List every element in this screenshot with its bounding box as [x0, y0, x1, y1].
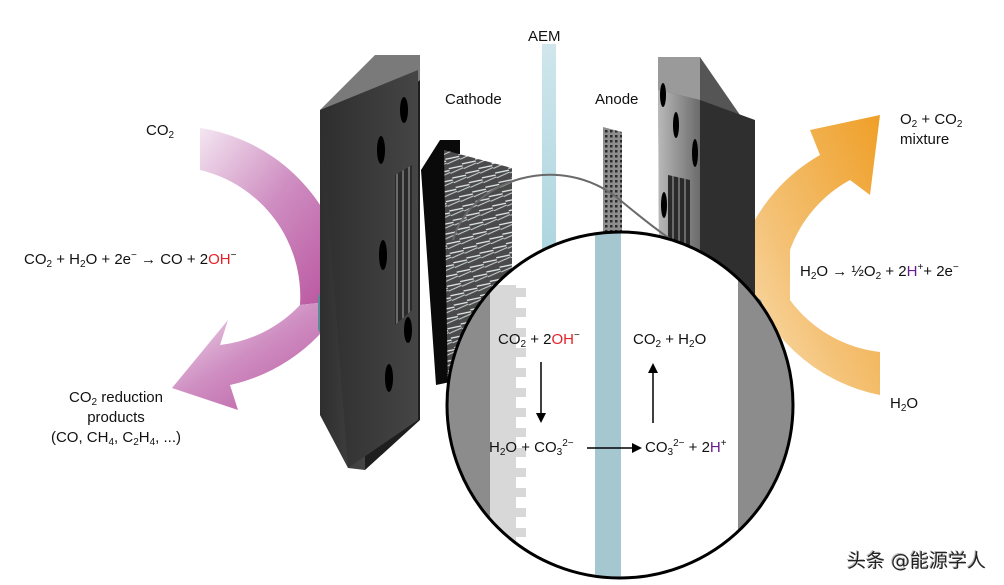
proton-ion: H [906, 263, 918, 280]
gdl-tooth [516, 408, 526, 417]
aem-label: AEM [528, 28, 561, 45]
anode-reaction: H2O → ½O2 + 2H++ 2e− [800, 262, 959, 282]
reduction-products-label: CO2 reduction products (CO, CH4, C2H4, .… [50, 389, 182, 448]
gdl-tooth [516, 328, 526, 337]
co2-input-label: CO2 [146, 122, 175, 141]
gdl-tooth [516, 308, 526, 317]
inset-carbonate-formation-reactants: CO2 + 2OH− [498, 330, 580, 350]
cathode-label: Cathode [445, 91, 502, 108]
inset-carbonate-products: H2O + CO32− [489, 438, 574, 458]
gdl-tooth [516, 508, 526, 517]
cathode-flow-arrow [172, 128, 345, 410]
inset-co2-release-products: CO2 + H2O [633, 331, 707, 350]
anode-flow-arrow [745, 115, 880, 395]
anode-label: Anode [595, 91, 639, 108]
gdl-tooth [516, 288, 526, 297]
gdl-tooth [516, 468, 526, 477]
gdl-tooth [516, 488, 526, 497]
gdl-tooth [516, 568, 526, 577]
watermark: 头条 @能源学人 [846, 550, 986, 572]
anode-output-label: O2 + CO2 mixture [900, 111, 963, 148]
inset-carbonate-anode-side: CO32− + 2H+ [645, 438, 727, 458]
gdl-tooth [516, 348, 526, 357]
anode-electrode [603, 127, 622, 240]
gdl-tooth [516, 428, 526, 437]
cathode-reaction: CO2 + H2O + 2e− → CO + 2OH− [24, 250, 237, 270]
gdl-tooth [516, 448, 526, 457]
h2o-input-label: H2O [890, 395, 919, 414]
gdl-tooth [516, 528, 526, 537]
hydroxide-ion: OH [208, 251, 231, 268]
gdl-tooth [516, 368, 526, 377]
gdl-tooth [516, 388, 526, 397]
inset-aem [595, 232, 621, 578]
magnified-inset [445, 230, 795, 580]
cathode-end-plate [320, 55, 420, 470]
